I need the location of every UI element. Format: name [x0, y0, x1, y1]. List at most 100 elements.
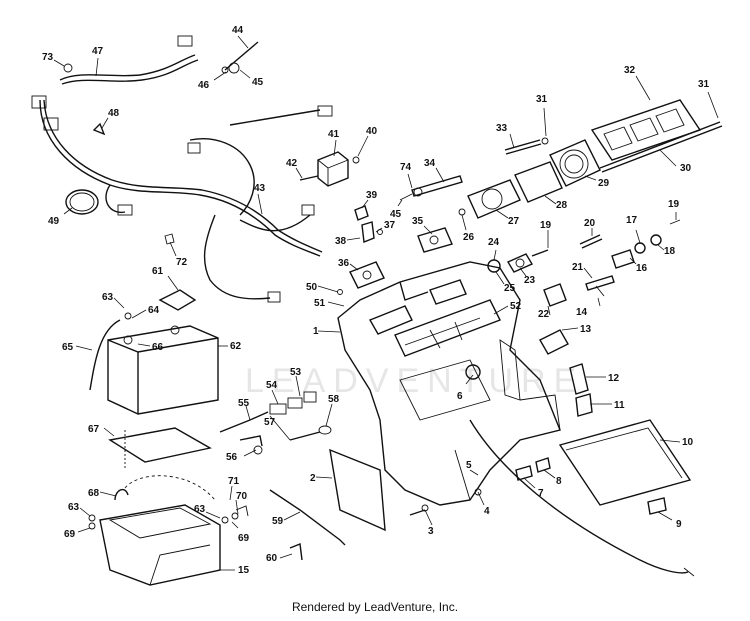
callout-56: 56 — [226, 452, 238, 463]
callout-15: 15 — [238, 565, 250, 576]
callout-61: 61 — [152, 266, 164, 277]
callout-69: 69 — [64, 529, 76, 540]
bracket-12 — [569, 363, 589, 395]
callout-57: 57 — [264, 417, 276, 428]
callout-45b: 45 — [390, 209, 402, 220]
callout-59: 59 — [272, 516, 284, 527]
callout-27: 27 — [508, 216, 520, 227]
callout-19b: 19 — [540, 220, 552, 231]
callout-45: 45 — [252, 77, 264, 88]
console-body — [337, 261, 561, 516]
switch-group — [354, 175, 463, 243]
callout-69b: 69 — [238, 533, 250, 544]
panel-2 — [329, 448, 386, 532]
mat-10 — [558, 419, 692, 506]
callout-53: 53 — [290, 367, 302, 378]
footer-credit: Rendered by LeadVenture, Inc. — [291, 600, 459, 614]
pad-9 — [647, 497, 667, 515]
callout-13: 13 — [580, 324, 592, 335]
callout-20: 20 — [584, 218, 596, 229]
callout-47: 47 — [92, 46, 104, 57]
callout-14: 14 — [576, 307, 588, 318]
cable-assembly — [221, 41, 259, 74]
callout-68: 68 — [88, 488, 100, 499]
callout-46: 46 — [198, 80, 210, 91]
strap-68 — [124, 475, 216, 501]
wiring-harness — [31, 35, 333, 303]
callout-23: 23 — [524, 275, 536, 286]
callout-37: 37 — [384, 220, 396, 231]
callout-6: 6 — [457, 391, 463, 402]
callout-19: 19 — [668, 199, 680, 210]
callout-39: 39 — [366, 190, 378, 201]
callout-49: 49 — [48, 216, 60, 227]
callout-55: 55 — [238, 398, 250, 409]
callout-62: 62 — [230, 341, 242, 352]
callout-10: 10 — [682, 437, 694, 448]
callout-4: 4 — [484, 506, 490, 517]
callout-29: 29 — [598, 178, 610, 189]
callout-66: 66 — [152, 342, 164, 353]
callout-50: 50 — [306, 282, 318, 293]
callout-71: 71 — [228, 476, 240, 487]
callout-40: 40 — [366, 126, 378, 137]
long-cable — [469, 419, 689, 574]
callout-21: 21 — [572, 262, 584, 273]
callout-labels: 1 2 3 4 5 6 7 8 9 10 11 12 13 14 15 16 1… — [42, 25, 719, 576]
bracket-11 — [575, 393, 593, 417]
callout-31: 31 — [536, 94, 548, 105]
callout-26: 26 — [463, 232, 475, 243]
callout-24: 24 — [488, 237, 500, 248]
callout-41: 41 — [328, 129, 340, 140]
callout-38: 38 — [335, 236, 347, 247]
callout-64: 64 — [148, 305, 160, 316]
callout-33: 33 — [496, 123, 508, 134]
callout-9: 9 — [676, 519, 682, 530]
callout-63c: 63 — [194, 504, 206, 515]
relay-41 — [299, 151, 360, 187]
callout-34: 34 — [424, 158, 436, 169]
callout-25: 25 — [504, 283, 516, 294]
mat-67 — [108, 427, 212, 463]
callout-54: 54 — [266, 380, 278, 391]
gauge-cluster — [458, 99, 723, 219]
switch-plates — [349, 227, 453, 289]
callout-65: 65 — [62, 342, 74, 353]
boot-13 — [539, 329, 569, 355]
callout-58: 58 — [328, 394, 340, 405]
callout-2: 2 — [310, 473, 316, 484]
callout-1: 1 — [313, 326, 319, 337]
callout-42: 42 — [286, 158, 298, 169]
watermark: LEADVENTURE — [245, 362, 584, 400]
callout-18: 18 — [664, 246, 676, 257]
knob-parts — [487, 219, 681, 307]
pad-8 — [535, 457, 551, 473]
callout-30: 30 — [680, 163, 692, 174]
callout-43: 43 — [254, 183, 266, 194]
callout-70: 70 — [236, 491, 248, 502]
callout-11: 11 — [614, 400, 625, 411]
callout-44: 44 — [232, 25, 244, 36]
callout-8: 8 — [556, 476, 562, 487]
callout-12: 12 — [608, 373, 620, 384]
callout-35: 35 — [412, 216, 424, 227]
callout-63b: 63 — [68, 502, 80, 513]
clamp-49 — [65, 189, 99, 215]
callout-51: 51 — [314, 298, 326, 309]
callout-32: 32 — [624, 65, 636, 76]
callout-28: 28 — [556, 200, 568, 211]
battery-62 — [89, 289, 219, 415]
callout-74: 74 — [400, 162, 412, 173]
callout-5: 5 — [466, 460, 472, 471]
clip-48 — [92, 122, 106, 136]
callout-7: 7 — [538, 488, 544, 499]
callout-67: 67 — [88, 424, 100, 435]
callout-3: 3 — [428, 526, 434, 537]
callout-36: 36 — [338, 258, 350, 269]
callout-16: 16 — [636, 263, 648, 274]
callout-72: 72 — [176, 257, 188, 268]
callout-52: 52 — [510, 301, 522, 312]
callout-31b: 31 — [698, 79, 710, 90]
callout-22: 22 — [538, 309, 550, 320]
